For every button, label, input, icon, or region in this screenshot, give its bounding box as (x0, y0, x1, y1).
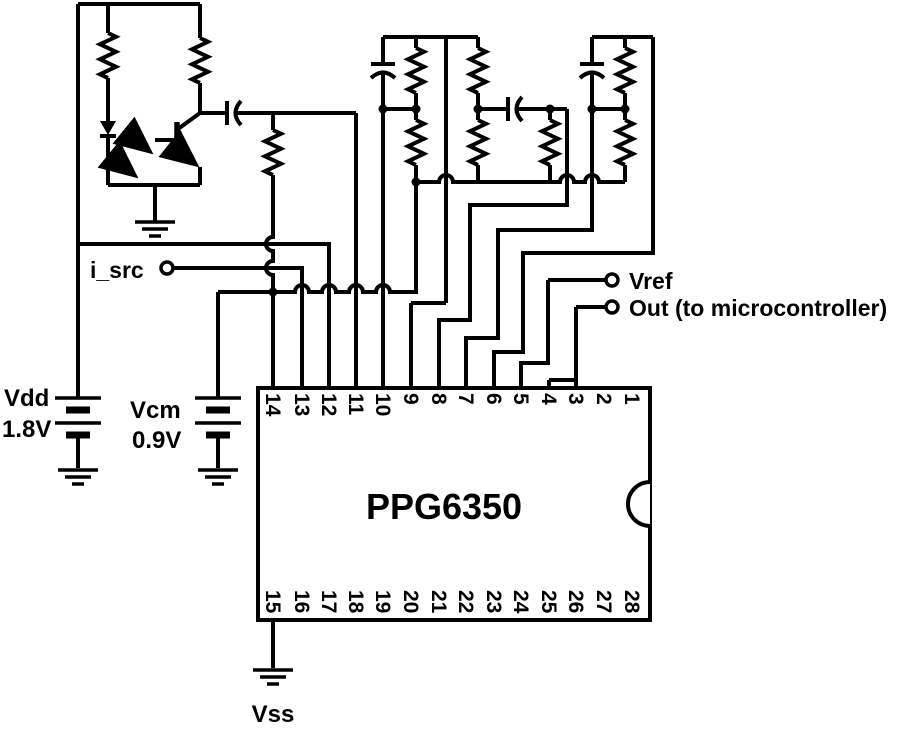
battery-icon (55, 398, 101, 435)
pin-number: 25 (537, 590, 560, 614)
ground-icon (133, 220, 177, 238)
pin-number: 20 (399, 590, 422, 613)
resistor (468, 46, 488, 95)
photo-input-stage (76, 2, 210, 395)
ground-icon (196, 468, 240, 486)
pin-number: 18 (344, 590, 367, 614)
filter-section-a (369, 35, 478, 388)
resistor (190, 36, 210, 85)
filter-section-c (464, 35, 655, 388)
ic-notch-icon (626, 480, 651, 528)
ground-icon (56, 468, 100, 486)
pin8-wire (437, 109, 569, 388)
pin-number: 16 (290, 590, 313, 613)
pin-number: 22 (454, 590, 477, 613)
npn-transistor (155, 111, 202, 185)
pin-number: 7 (454, 393, 477, 405)
pin-number: 1 (620, 393, 643, 405)
vcm-value: 0.9V (132, 427, 181, 454)
i-src-terminal: i_src (90, 257, 304, 388)
pin-number: 23 (482, 590, 505, 613)
vdd-name: Vdd (4, 385, 49, 412)
resistor (406, 118, 426, 167)
out-label: Out (to microcontroller) (629, 295, 887, 321)
vcm-bottom-rail (416, 173, 625, 184)
light-arrows-icon (97, 116, 154, 179)
vcm-name: Vcm (130, 397, 181, 424)
pin14-wire-with-hops (264, 175, 275, 388)
resistor (406, 46, 426, 95)
battery-icon (195, 398, 241, 435)
coupling-network (200, 99, 358, 388)
pin-number: 17 (317, 590, 340, 613)
pin-number: 9 (399, 393, 422, 405)
vref-label: Vref (629, 268, 673, 294)
resistor (615, 46, 635, 95)
pin5-wire (519, 278, 605, 388)
pin-number: 26 (564, 590, 587, 613)
pin-number: 6 (482, 393, 505, 405)
filter-section-b (437, 37, 569, 388)
pin-number: 3 (564, 393, 587, 405)
pin-number: 10 (371, 393, 394, 416)
photodiode (100, 121, 116, 185)
pin-number: 2 (592, 393, 615, 405)
resistor (468, 118, 488, 167)
vss-label: Vss (252, 701, 295, 728)
resistor (540, 118, 560, 167)
vdd-value: 1.8V (2, 416, 51, 443)
resistor (263, 128, 283, 177)
pin-number: 19 (371, 590, 394, 613)
vdd-supply: Vdd 1.8V (2, 385, 101, 486)
pin-number: 14 (261, 393, 284, 417)
capacitor (578, 37, 606, 109)
vdd-wire (78, 242, 331, 388)
vref-terminal: Vref (519, 268, 673, 388)
series-capacitor (225, 99, 243, 127)
pin-number: 24 (509, 590, 532, 614)
series-capacitor (506, 95, 524, 123)
capacitor (369, 37, 397, 109)
vss-ground: Vss (251, 620, 295, 728)
vcm-supply: Vcm 0.9V (130, 292, 241, 486)
resistor (98, 31, 118, 80)
pin-number: 11 (344, 393, 367, 416)
pin6-wire (492, 37, 655, 388)
pin-number: 28 (620, 590, 643, 614)
i-src-label: i_src (90, 257, 144, 283)
pin-number: 8 (427, 393, 450, 405)
pin-number: 15 (261, 590, 284, 614)
pin13-wire (174, 266, 304, 388)
pin-number: 13 (290, 393, 313, 416)
pin-number: 21 (427, 590, 450, 614)
pin9-riser (409, 37, 448, 388)
ground-icon (251, 668, 295, 686)
ic-pin-numbers-bottom: 15 16 17 18 19 20 21 22 23 24 25 26 27 2… (261, 590, 643, 614)
ic-label: PPG6350 (366, 486, 522, 527)
terminal-circle (159, 260, 175, 276)
pin-number: 12 (317, 393, 340, 416)
pin-number: 4 (537, 393, 560, 405)
vcm-rail-wire (218, 177, 421, 294)
terminal-circle (604, 299, 620, 315)
out-terminal: Out (to microcontroller) (547, 295, 887, 388)
pin-number: 27 (592, 590, 615, 613)
terminal-circle (604, 272, 620, 288)
pin3-pin4-wire (547, 305, 605, 388)
pin7-wire (464, 109, 594, 388)
pin-number: 5 (509, 393, 532, 405)
resistor (615, 118, 635, 167)
ic-ppg6350: PPG6350 14 13 12 11 10 9 8 7 6 5 4 3 2 1… (256, 386, 652, 622)
ic-pin-numbers-top: 14 13 12 11 10 9 8 7 6 5 4 3 2 1 (261, 393, 643, 417)
